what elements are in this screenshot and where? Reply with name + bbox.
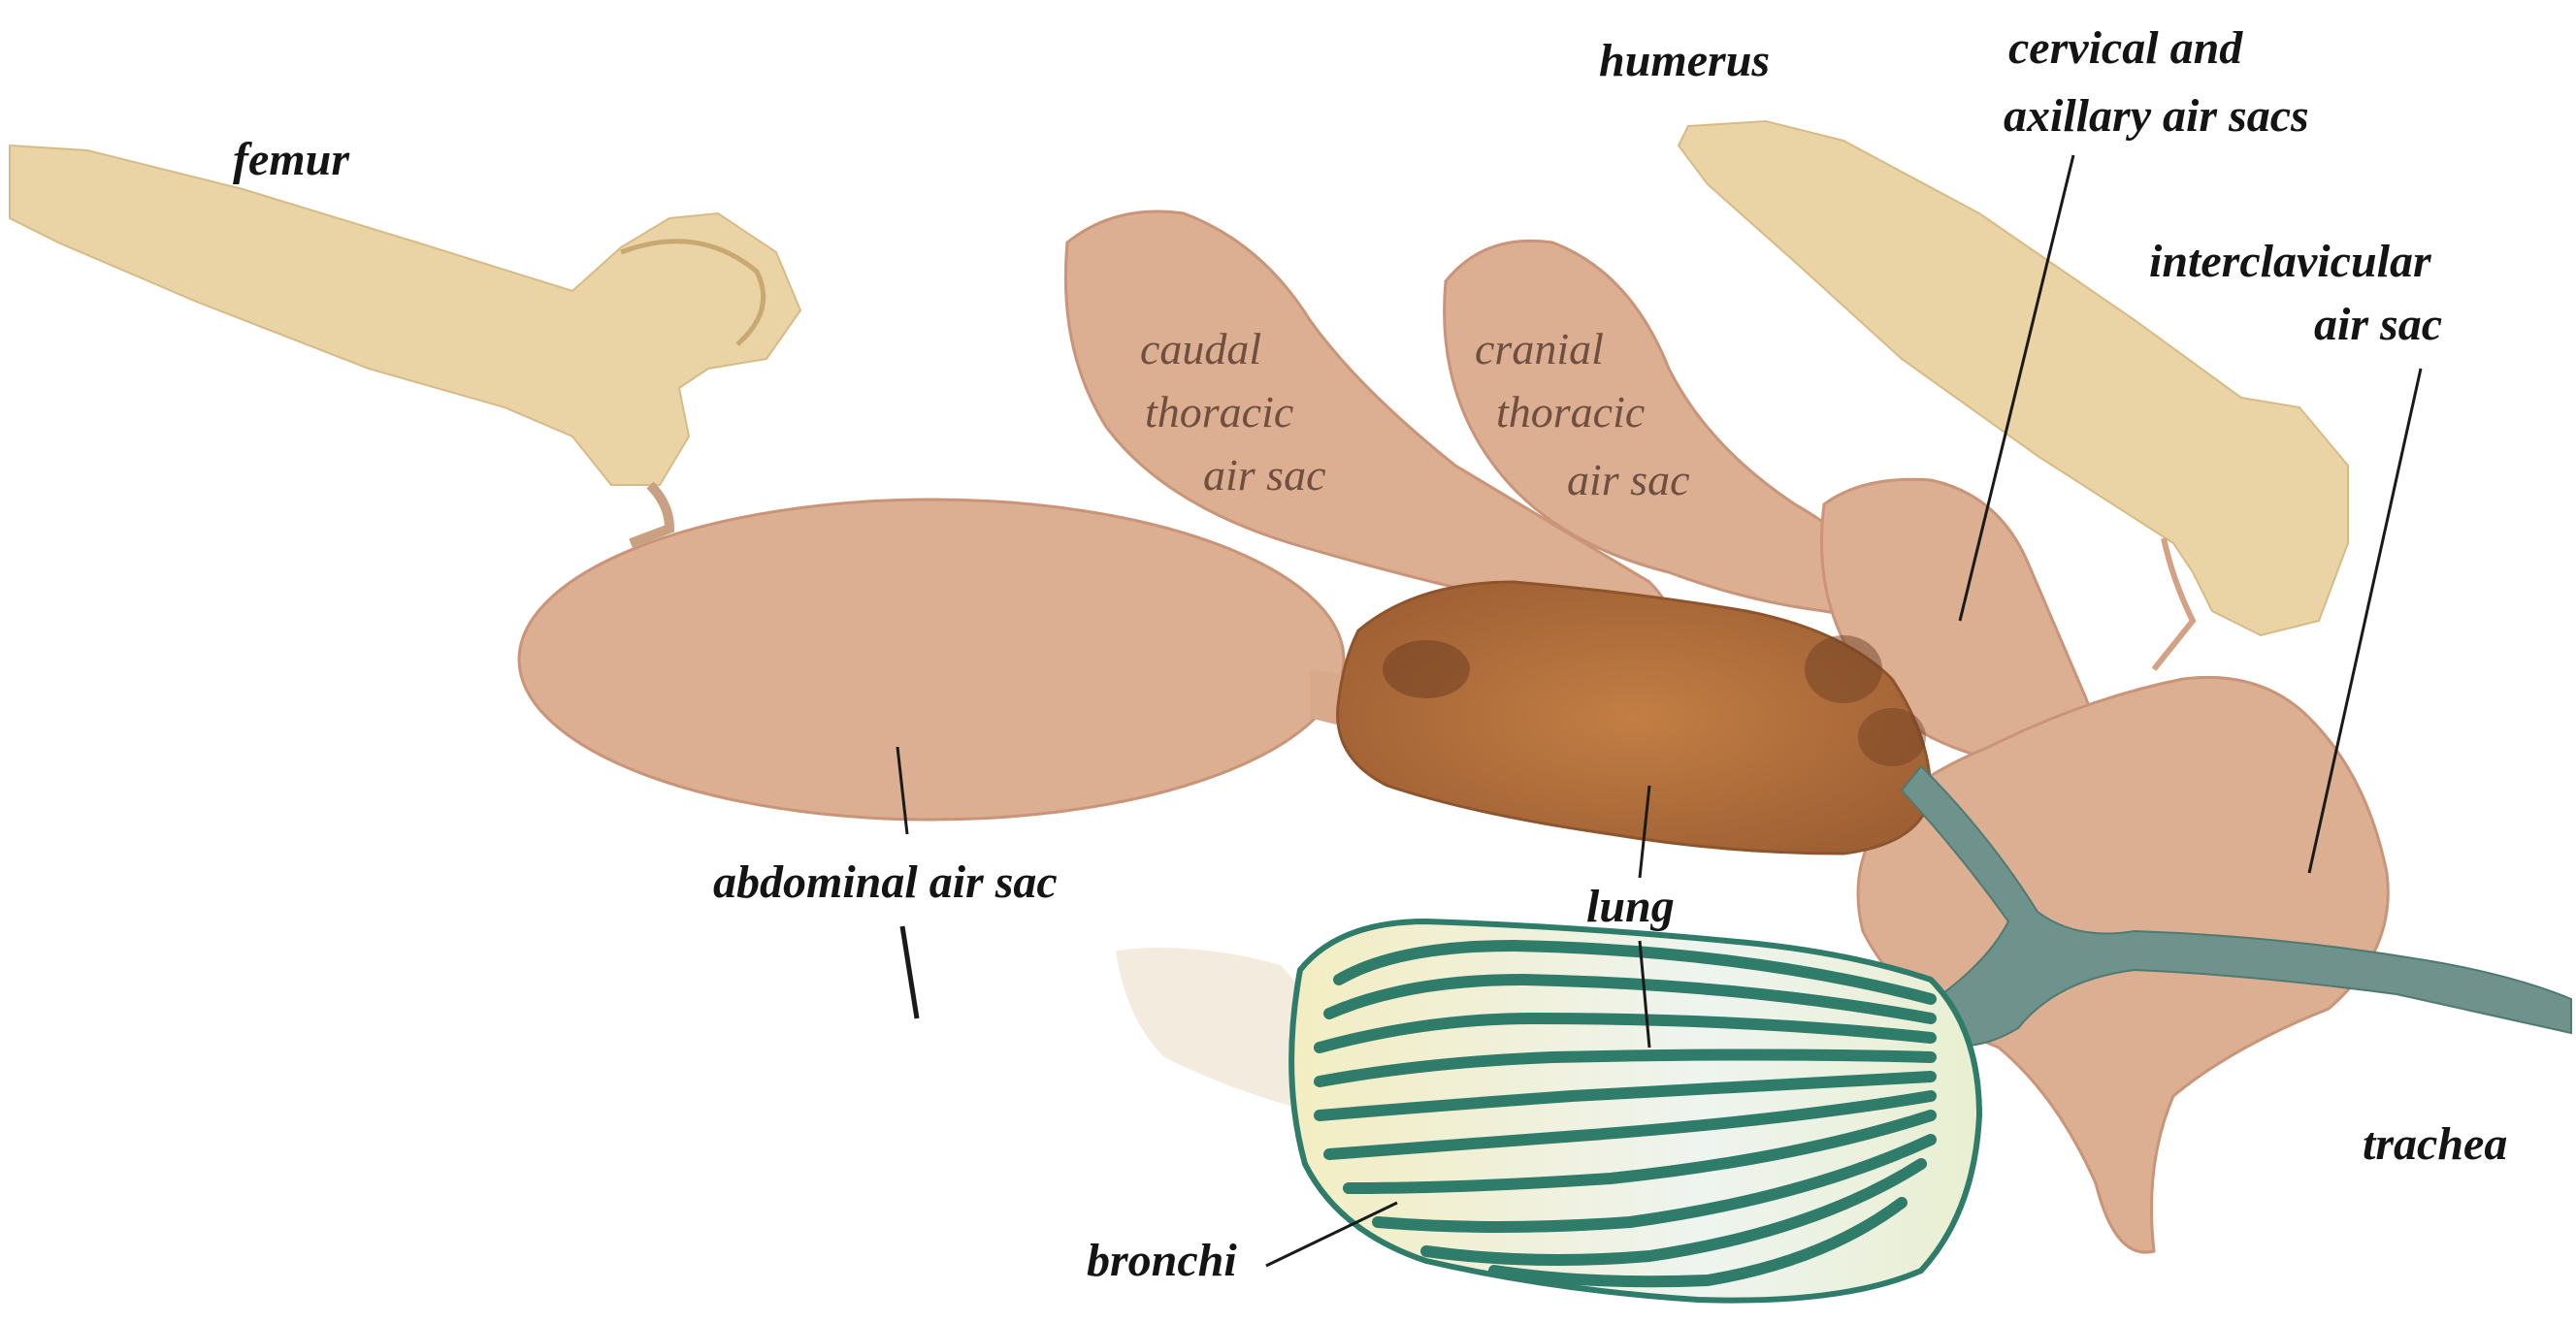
label-bronchi: bronchi xyxy=(1087,1235,1237,1286)
label-caudal-line2: thoracic xyxy=(1145,387,1293,436)
label-cervical-line1: cervical and xyxy=(2008,22,2243,74)
label-trachea: trachea xyxy=(2363,1118,2507,1170)
label-cervical-line2: axillary air sacs xyxy=(2004,90,2309,142)
leader-abdominal-mark xyxy=(902,926,917,1018)
label-caudal-line1: caudal xyxy=(1140,324,1261,373)
label-interclavicular-line2: air sac xyxy=(2314,299,2442,350)
label-caudal-line3: air sac xyxy=(1203,450,1326,500)
label-humerus: humerus xyxy=(1599,35,1770,86)
label-lung: lung xyxy=(1586,881,1675,932)
label-femur: femur xyxy=(233,134,350,185)
label-abdominal-air-sac: abdominal air sac xyxy=(713,856,1058,908)
femur-bone-icon xyxy=(10,145,800,485)
label-cranial-line1: cranial xyxy=(1475,324,1604,373)
label-cranial-line2: thoracic xyxy=(1496,387,1645,436)
label-interclavicular-line1: interclavicular xyxy=(2149,236,2432,287)
label-cranial-line3: air sac xyxy=(1567,455,1690,504)
bronchi-network xyxy=(1116,921,1979,1301)
